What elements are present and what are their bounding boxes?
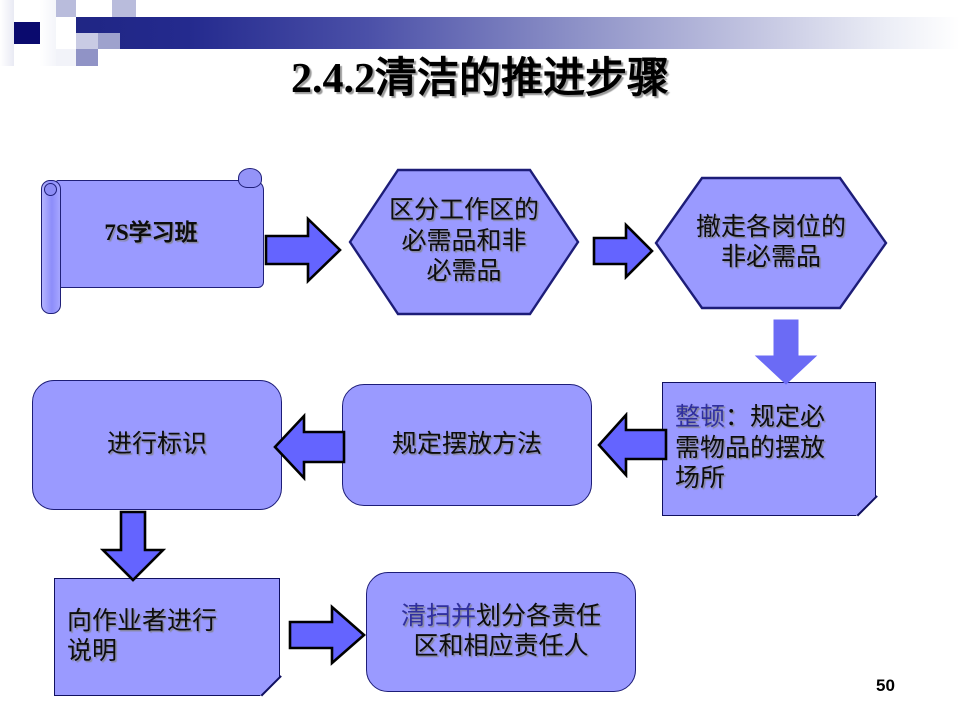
arrow-right-icon bbox=[288, 604, 366, 666]
arrow-right-icon bbox=[264, 216, 342, 284]
flow-node-label-accent: 整顿 bbox=[675, 404, 726, 432]
arrow-down-icon bbox=[754, 319, 818, 385]
header-square-edge bbox=[0, 0, 14, 66]
header-square-white1 bbox=[76, 0, 112, 17]
scroll-body-shape bbox=[56, 180, 264, 288]
header-square-e bbox=[98, 33, 120, 49]
flow-node-document-tidy-location[interactable]: 整顿：规定必 需物品的摆放 场所 bbox=[662, 382, 878, 517]
header-square-col-mid bbox=[56, 17, 76, 49]
flow-node-document-brief-workers[interactable]: 向作业者进行 说明 bbox=[54, 578, 282, 697]
flow-node-label-rest: 划分各责任 区和相应责任人 bbox=[413, 602, 602, 661]
hexagon-shape bbox=[654, 176, 888, 310]
arrow-left-icon bbox=[273, 412, 346, 482]
arrow-down-icon bbox=[100, 510, 166, 582]
header-square-white2 bbox=[136, 0, 156, 17]
flow-node-hexagon-remove-items[interactable]: 撤走各岗位的 非必需品 bbox=[654, 176, 888, 310]
page-title: 2.4.2清洁的推进步骤 bbox=[290, 56, 669, 102]
flow-node-label: 进行标识 bbox=[106, 430, 207, 458]
flow-node-hexagon-sort-items[interactable]: 区分工作区的 必需品和非 必需品 bbox=[348, 168, 580, 316]
scroll-left-roll bbox=[41, 180, 61, 314]
header-square-col-bot bbox=[56, 49, 76, 66]
header-square-light bbox=[40, 0, 56, 66]
header-square-f bbox=[76, 49, 98, 66]
arrow-left-icon bbox=[597, 412, 668, 478]
flow-node-apply-labels[interactable]: 进行标识 bbox=[32, 380, 282, 510]
header-square-d bbox=[76, 33, 98, 49]
header-decoration-band bbox=[0, 0, 960, 66]
header-square-col-top bbox=[56, 0, 76, 17]
page-number: 50 bbox=[876, 676, 895, 695]
flow-node-define-placement-method[interactable]: 规定摆放方法 bbox=[342, 384, 592, 506]
flow-node-label: 清扫并划分各责任 区和相应责任人 bbox=[401, 602, 601, 663]
arrow-right-icon bbox=[592, 222, 654, 280]
header-square-mid-top bbox=[112, 0, 136, 17]
header-square-navy bbox=[14, 22, 40, 44]
header-gradient-bar bbox=[62, 17, 960, 49]
flow-node-label-rest: ：规定必 需物品的摆放 场所 bbox=[675, 404, 826, 493]
flow-node-clean-assign-zones[interactable]: 清扫并划分各责任 区和相应责任人 bbox=[366, 572, 636, 692]
flow-node-label-accent: 清扫并 bbox=[400, 602, 476, 630]
flow-node-label: 向作业者进行 说明 bbox=[67, 607, 218, 666]
flow-node-scroll-7s-class[interactable]: 7S学习班 bbox=[40, 168, 264, 314]
hexagon-shape bbox=[348, 168, 580, 316]
scroll-top-roll bbox=[238, 168, 262, 188]
flow-node-label: 规定摆放方法 bbox=[391, 430, 542, 458]
flow-node-label: 整顿：规定必 需物品的摆放 场所 bbox=[663, 403, 875, 495]
